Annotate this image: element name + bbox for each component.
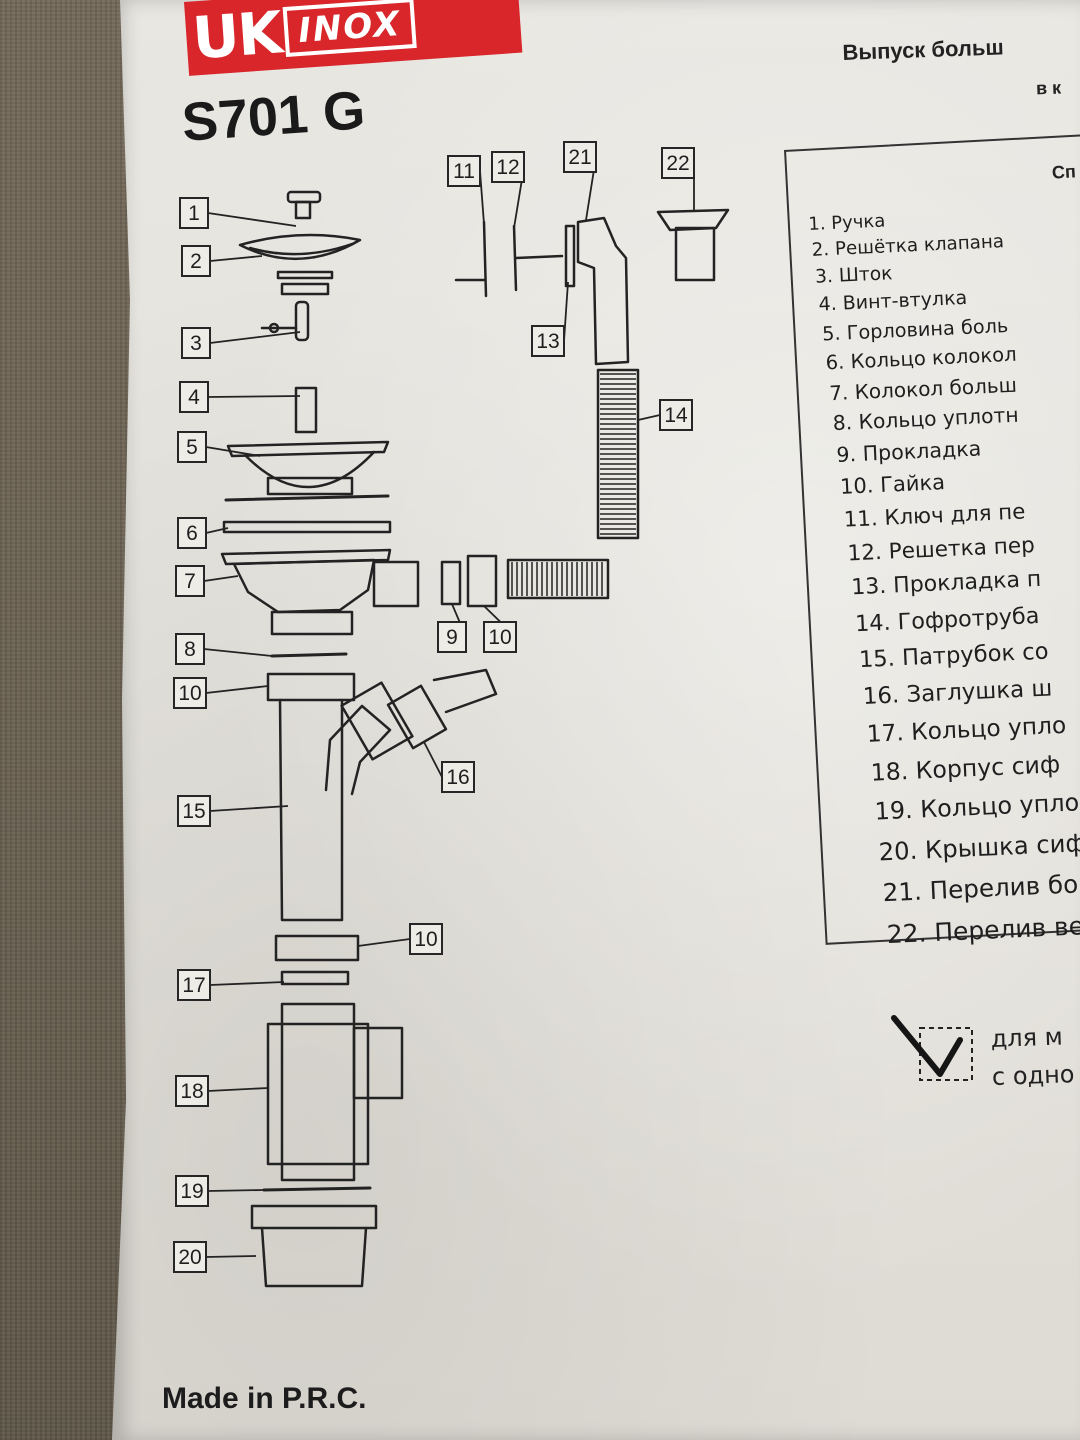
- callout-box: [175, 1175, 209, 1207]
- check-note-line-1: для м: [990, 1022, 1064, 1053]
- callout-box: [491, 151, 525, 183]
- part-ring: [222, 494, 392, 534]
- callout-box: [177, 431, 207, 463]
- callout-number: 3: [190, 332, 202, 355]
- part-corrugated-pipe-horizontal: [506, 558, 610, 600]
- callout-number: 10: [414, 928, 437, 951]
- part-flange: [226, 440, 390, 496]
- callout-number: 17: [182, 974, 205, 997]
- part-overflow-vertical: [656, 208, 730, 282]
- callout-number: 11: [453, 160, 475, 183]
- callout-box: [659, 399, 693, 431]
- callout-leader: [205, 1255, 257, 1258]
- check-note-line-2: с одно: [991, 1060, 1075, 1091]
- part-stem: [260, 300, 310, 342]
- callout-box: [181, 245, 211, 277]
- callout-leader: [207, 212, 297, 227]
- callout-box: [175, 1075, 209, 1107]
- part-gasket: [564, 224, 576, 288]
- callout-box: [175, 565, 205, 597]
- checkmark-icon: [891, 1015, 973, 1081]
- callout-number: 22: [666, 152, 689, 175]
- callout-leader: [207, 1189, 265, 1192]
- callout-box: [175, 633, 205, 665]
- instruction-sheet: [112, 0, 1080, 1440]
- part-siphon-cap: [250, 1204, 378, 1288]
- part-key: [454, 220, 488, 298]
- callout-number: 7: [184, 570, 196, 593]
- callout-leader: [423, 741, 443, 778]
- callout-number: 14: [664, 404, 688, 427]
- callout-box: [409, 923, 443, 955]
- part-overflow-large: [576, 216, 630, 366]
- part-gasket-9: [440, 560, 462, 606]
- callout-box: [483, 621, 517, 653]
- callout-number: 18: [180, 1080, 203, 1103]
- callout-number: 1: [188, 202, 200, 225]
- callout-number: 8: [184, 638, 196, 661]
- callout-number: 9: [446, 626, 458, 649]
- callout-number: 13: [536, 330, 559, 353]
- part-strainer: [238, 233, 362, 296]
- callout-box: [177, 517, 207, 549]
- callout-number: 19: [180, 1180, 203, 1203]
- callout-box: [177, 795, 211, 827]
- part-bell: [220, 548, 420, 636]
- callout-leader: [207, 1087, 269, 1092]
- callout-number: 15: [182, 800, 205, 823]
- part-seal-ring-8: [270, 652, 348, 658]
- callout-leader: [205, 527, 229, 534]
- check-note: для м с одно: [990, 1017, 1075, 1096]
- callout-box: [531, 325, 565, 357]
- callout-number: 10: [178, 682, 201, 705]
- callout-leader: [203, 648, 273, 657]
- callout-box: [179, 197, 209, 229]
- callout-leader: [205, 446, 261, 457]
- callout-box: [661, 147, 695, 179]
- callout-number: 10: [488, 626, 511, 649]
- callout-leader: [203, 575, 239, 582]
- callout-leader: [209, 805, 289, 812]
- callout-leader: [209, 331, 301, 344]
- part-corrugated-pipe-vertical: [596, 368, 640, 540]
- part-nut-top: [266, 672, 356, 702]
- callout-box: [173, 677, 207, 709]
- callout-leader: [209, 255, 263, 262]
- callout-number: 4: [188, 386, 200, 409]
- part-seal-ring-17: [280, 970, 350, 986]
- part-siphon-body: [266, 1002, 404, 1182]
- callout-box: [181, 327, 211, 359]
- callout-box: [441, 761, 475, 793]
- part-nut-bottom: [274, 934, 360, 962]
- made-in-label: Made in P.R.C.: [162, 1382, 367, 1415]
- part-branch-pipe: [278, 681, 414, 922]
- callout-box: [447, 155, 481, 187]
- part-screw-sleeve: [294, 386, 318, 434]
- callout-leader: [357, 938, 411, 947]
- callout-number: 12: [496, 156, 519, 179]
- callout-number: 21: [568, 146, 591, 169]
- callout-box: [563, 141, 597, 173]
- part-seal-ring-19: [262, 1186, 372, 1192]
- callout-box: [437, 621, 467, 653]
- part-plug: [386, 668, 498, 750]
- callout-leader: [637, 414, 661, 421]
- callout-leader: [209, 981, 285, 986]
- callout-leader: [207, 395, 301, 398]
- callout-leader: [205, 685, 269, 694]
- callout-number: 5: [186, 436, 198, 459]
- callout-number: 2: [190, 250, 202, 273]
- callout-number: 16: [446, 766, 469, 789]
- part-handle: [286, 190, 322, 220]
- callout-number: 20: [178, 1246, 201, 1269]
- part-nut-10: [466, 554, 498, 608]
- part-overflow-grid: [512, 224, 564, 292]
- callout-box: [177, 969, 211, 1001]
- callout-box: [173, 1241, 207, 1273]
- callout-number: 6: [186, 522, 198, 545]
- callout-box: [179, 381, 209, 413]
